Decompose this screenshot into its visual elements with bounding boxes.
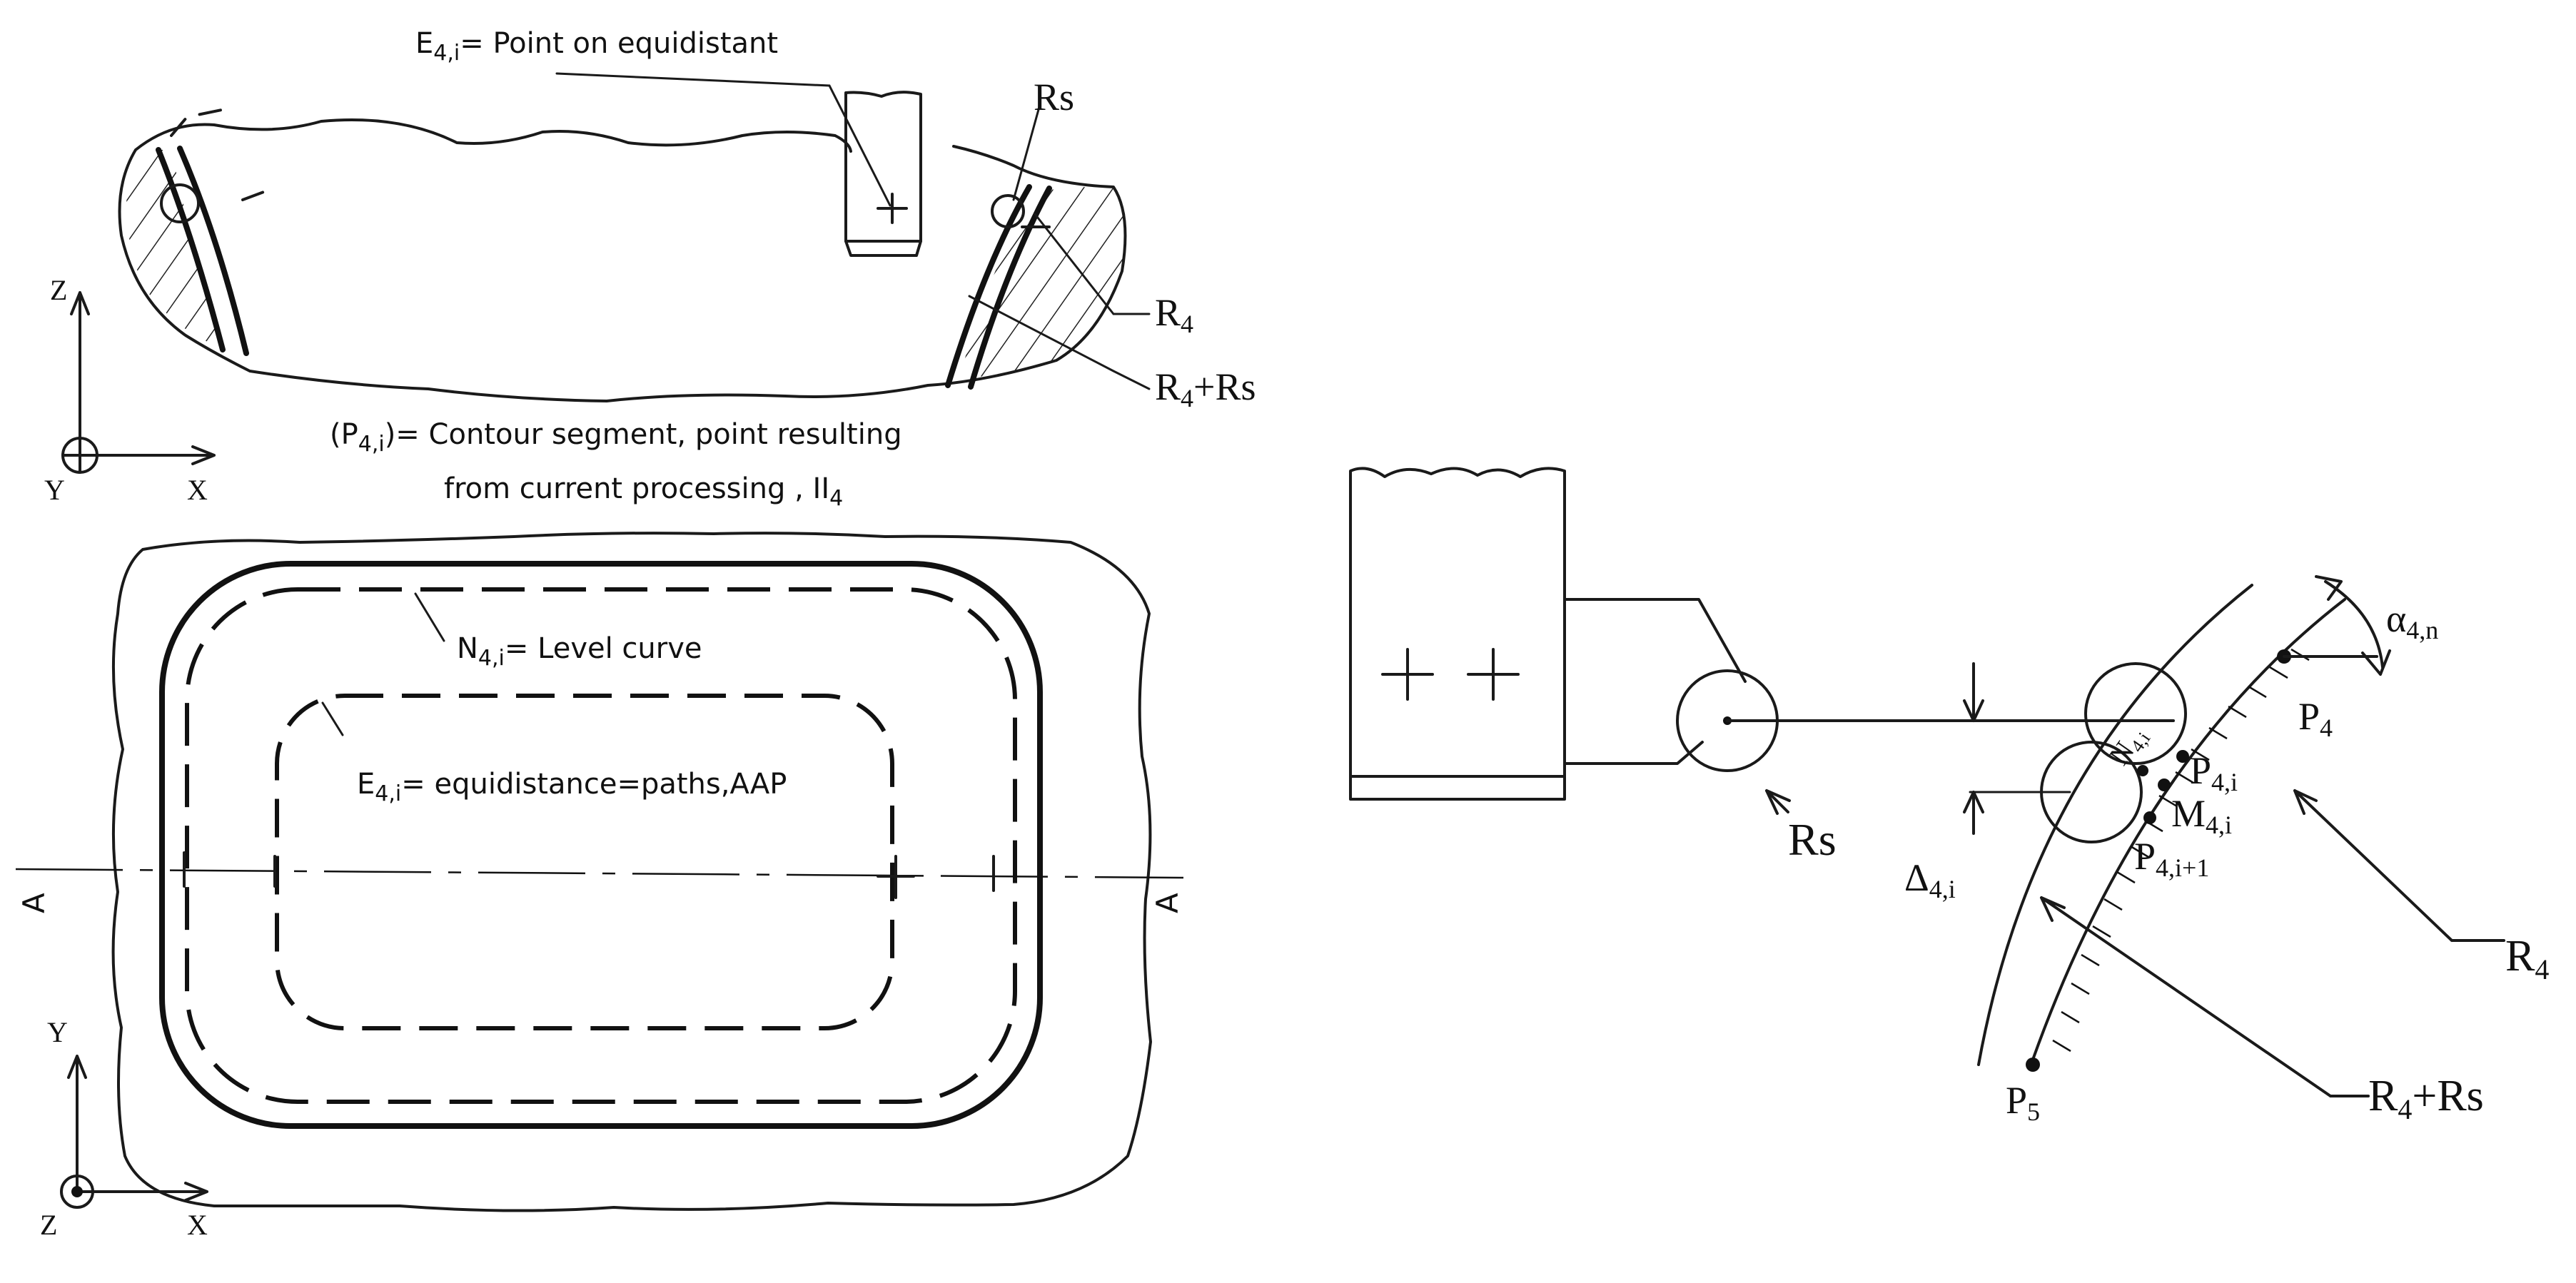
right-hatch bbox=[960, 186, 1126, 378]
rs-detail-leader bbox=[1765, 789, 1791, 815]
r4rs-label-top: R4+Rs bbox=[1155, 365, 1256, 412]
plan-y-label: Y bbox=[47, 1016, 68, 1048]
r4-leader bbox=[1034, 213, 1151, 315]
delta-dim bbox=[1963, 662, 1984, 835]
contour-arc bbox=[2031, 598, 2346, 1061]
left-wall-outer bbox=[177, 146, 249, 356]
r4-detail-leader bbox=[2293, 789, 2505, 942]
left-tool-dashed bbox=[170, 106, 273, 201]
section-axis bbox=[15, 868, 1184, 879]
left-wall-inner bbox=[156, 147, 226, 353]
holder-cross-2 bbox=[1467, 648, 1520, 701]
left-tool-circle bbox=[160, 183, 200, 223]
top-y-axis-cross bbox=[61, 437, 99, 474]
holder-cross-1 bbox=[1381, 648, 1434, 701]
holder-body bbox=[1349, 467, 1566, 801]
section-tick-3 bbox=[877, 855, 915, 899]
plan-z-label: Z bbox=[40, 1209, 57, 1241]
left-hatch bbox=[126, 150, 228, 350]
p5-label: P5 bbox=[2006, 1079, 2040, 1126]
top-y-label: Y bbox=[44, 474, 65, 506]
alpha-label: α4,n bbox=[2386, 597, 2438, 644]
e-point-leader bbox=[555, 72, 892, 207]
alpha-arc bbox=[2324, 580, 2384, 669]
top-z-label: Z bbox=[50, 274, 67, 306]
plan-z-axis-dot bbox=[71, 1186, 83, 1197]
rs-leader bbox=[1012, 106, 1041, 201]
top-x-label: X bbox=[187, 474, 208, 506]
p4i1-label: P4,i+1 bbox=[2134, 835, 2209, 882]
top-outline bbox=[118, 118, 1127, 402]
cutter-body bbox=[844, 91, 922, 257]
right-wall-outer bbox=[968, 186, 1052, 390]
top-x-axis bbox=[79, 445, 216, 465]
delta-label: Δ4,i bbox=[1904, 856, 1956, 903]
tool-position-2 bbox=[2040, 741, 2143, 843]
plan-x-axis bbox=[76, 1182, 208, 1202]
m4i-label: M4,i bbox=[2171, 792, 2232, 839]
m4i-point bbox=[2158, 779, 2171, 791]
right-wall-inner bbox=[945, 184, 1032, 388]
p4i1-point bbox=[2143, 811, 2156, 824]
plan-outline bbox=[111, 532, 1152, 1212]
n-label: N4,i= Level curve bbox=[457, 632, 702, 671]
detail-view: Rs Δ4,i bbox=[1349, 467, 2549, 1126]
p4-label: P4 bbox=[2298, 695, 2333, 742]
caption: (P4,i)= Contour segment, point resulting… bbox=[330, 418, 902, 511]
tool-arm bbox=[1563, 598, 1747, 765]
p4i-label: P4,i bbox=[2190, 749, 2238, 796]
e-point-label: E4,i= Point on equidistant bbox=[415, 27, 778, 66]
r4rs-leader bbox=[968, 295, 1151, 390]
equidistant-arc bbox=[1977, 584, 2253, 1066]
plan-z-axis-symbol bbox=[60, 1175, 94, 1209]
r4rs-detail-leader bbox=[2040, 896, 2370, 1097]
n-leader bbox=[414, 592, 445, 642]
plan-x-label: X bbox=[187, 1209, 208, 1241]
cutter-center-cross bbox=[877, 193, 908, 224]
n4i-point bbox=[2137, 765, 2148, 776]
p4i-point bbox=[2176, 750, 2189, 763]
level-curve bbox=[185, 587, 1017, 1104]
e-equidistance-label: E4,i= equidistance=paths,AAP bbox=[357, 768, 787, 806]
tool-position-1 bbox=[2084, 662, 2187, 765]
n4i-label: N4,i bbox=[2103, 720, 2155, 773]
top-z-axis bbox=[70, 291, 90, 457]
plan-y-axis bbox=[67, 1055, 87, 1193]
r4-label-top: R4 bbox=[1155, 291, 1193, 338]
top-section-view: E4,i= Point on equidistant Rs R4 R4+Rs Z… bbox=[44, 27, 1256, 506]
r4rs-detail-label: R4+Rs bbox=[2368, 1072, 2484, 1125]
caption-line-1: (P4,i)= Contour segment, point resulting bbox=[330, 418, 902, 457]
inner-equidistance bbox=[275, 694, 894, 1030]
outer-contour bbox=[159, 561, 1043, 1129]
right-tool-circle bbox=[991, 194, 1025, 228]
alpha-arrow-top bbox=[2315, 575, 2343, 601]
plan-view: A A N4,i= Level curve E4,i= equidistance… bbox=[15, 532, 1185, 1241]
section-label-left: A bbox=[16, 893, 51, 913]
rs-detail-label: Rs bbox=[1788, 814, 1837, 865]
section-label-right: A bbox=[1150, 893, 1185, 913]
p5-point bbox=[2026, 1058, 2040, 1072]
caption-line-2: from current processing , II4 bbox=[444, 472, 843, 511]
r4-detail-label: R4 bbox=[2505, 932, 2549, 985]
contour-hatching bbox=[2052, 648, 2310, 1053]
rs-label-top: Rs bbox=[1034, 76, 1074, 118]
alpha-arrow-bottom bbox=[2361, 649, 2391, 676]
e-leader bbox=[321, 701, 344, 736]
